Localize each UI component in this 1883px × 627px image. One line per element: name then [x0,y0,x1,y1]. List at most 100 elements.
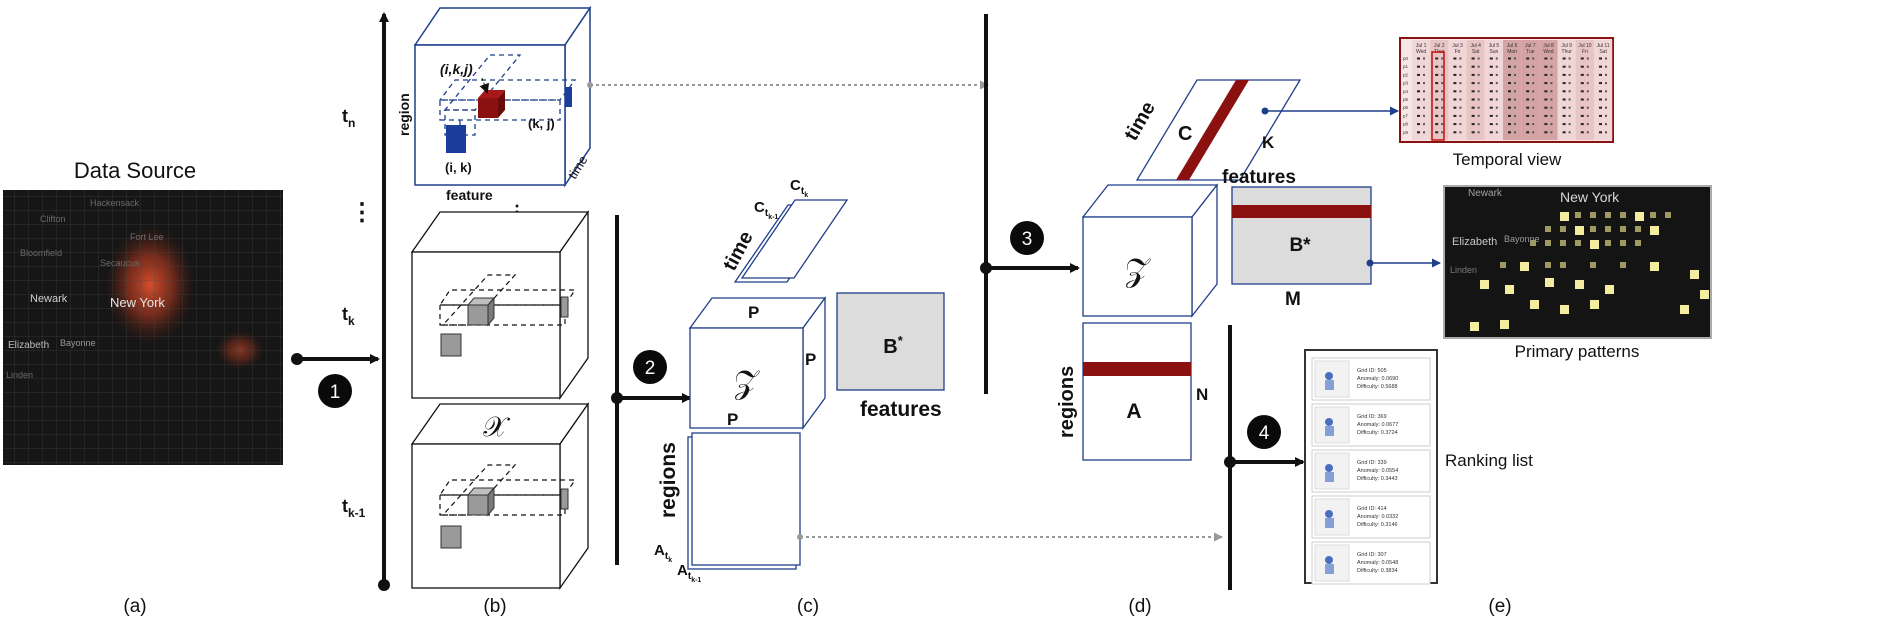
temporal-mark [1568,65,1571,68]
temporal-mark [1495,90,1498,93]
temporal-mark [1508,123,1511,126]
pattern-cell [1650,226,1659,235]
temporal-mark [1526,131,1530,134]
ranking-item-difficulty: Difficulty: 0.3443 [1357,476,1398,482]
ranking-item-thumbnail-blob [1325,510,1333,518]
temporal-mark [1605,82,1607,85]
temporal-mark [1489,57,1493,60]
temporal-mark [1580,106,1584,109]
cell-ikj-side [498,90,505,118]
temporal-mark [1508,90,1511,93]
pattern-cell [1605,240,1611,246]
temporal-mark [1580,65,1584,68]
temporal-mark [1586,65,1589,68]
temporal-mark [1544,82,1548,85]
pattern-cell [1470,322,1479,331]
temporal-mark [1453,90,1457,93]
temporal-mark [1580,131,1584,134]
map-label-newark: Newark [30,293,68,305]
temporal-mark [1544,65,1548,68]
temporal-mark [1562,131,1566,134]
temporal-mark [1599,73,1602,76]
temporal-mark [1550,73,1553,76]
temporal-mark [1605,123,1607,126]
temporal-mark [1508,73,1511,76]
pattern-cell [1620,262,1626,268]
temporal-mark [1544,123,1548,126]
temporal-mark [1550,123,1553,126]
pattern-cell [1590,226,1596,232]
time-label-tn: tn [342,106,355,130]
pattern-cell [1530,240,1536,246]
pattern-cell [1575,226,1584,235]
temporal-mark [1605,131,1607,134]
temporal-mark [1441,123,1444,126]
temporal-mark [1459,90,1462,93]
primary-patterns-caption: Primary patterns [1515,342,1640,361]
map-label-bloomfield: Bloomfield [20,248,62,258]
temporal-mark [1459,98,1462,101]
time-slice-cur [740,199,849,279]
temporal-mark [1417,65,1420,68]
temporal-mark [1489,98,1493,101]
temporal-mark [1423,106,1425,109]
core-p-side: P [805,350,816,369]
temporal-mark [1599,98,1602,101]
temporal-mark [1532,131,1535,134]
tensor-tk-1-cell-ik [440,525,462,549]
temporal-mark [1477,106,1480,109]
temporal-mark [1586,114,1589,117]
panel-label-c: (c) [797,596,819,617]
tensor-tk-1-front [411,443,561,589]
ranking-item-grid-id: Grid ID: 307 [1357,552,1387,558]
ranking-item-grid-id: Grid ID: 414 [1357,506,1387,512]
tensor-tn-top [413,7,592,46]
temporal-mark [1453,123,1457,126]
data-source-title: Data Source [74,158,196,183]
c-regions-label: regions [657,442,680,518]
temporal-column-date: Jul 3 [1452,43,1463,49]
temporal-mark [1544,90,1548,93]
temporal-mark [1599,106,1602,109]
temporal-mark [1568,114,1571,117]
pattern-label-linden: Linden [1450,265,1477,275]
step-4: 4 [1224,325,1305,590]
ranking-item-thumbnail-blob [1325,472,1334,482]
temporal-column [1594,40,1613,140]
ranking-item-thumbnail-blob [1325,380,1334,390]
temporal-mark [1532,123,1535,126]
time-axis: tn ⋮ tk tk-1 [342,12,390,591]
temporal-mark [1453,57,1457,60]
primary-patterns-map [1443,185,1712,339]
temporal-column [1466,40,1485,140]
temporal-row-label: p7 [1403,113,1409,118]
pattern-cell [1635,212,1644,221]
temporal-mark [1471,82,1475,85]
temporal-mark [1471,90,1475,93]
tensor-tk-top [410,211,590,253]
temporal-column [1412,40,1431,140]
temporal-row-label: p5 [1403,97,1409,102]
map-grid-overlay [3,190,283,465]
d-b-star-matrix [1231,186,1372,285]
temporal-mark [1514,73,1516,76]
tensor-tk [410,209,590,401]
temporal-mark [1514,106,1516,109]
temporal-mark [1435,98,1439,101]
pattern-cell [1545,240,1551,246]
tensor-tk-1: 𝒳 [410,401,590,591]
d-n-label: N [1196,385,1208,404]
temporal-mark [1514,98,1516,101]
temporal-mark [1586,106,1589,109]
a-prev-label: Atk-1 [677,562,701,584]
temporal-mark [1526,65,1530,68]
temporal-mark [1477,82,1480,85]
ranking-item-anomaly: Anomaly: 0.0690 [1357,376,1398,382]
map-label-hackensack: Hackensack [90,198,140,208]
temporal-mark [1453,106,1457,109]
